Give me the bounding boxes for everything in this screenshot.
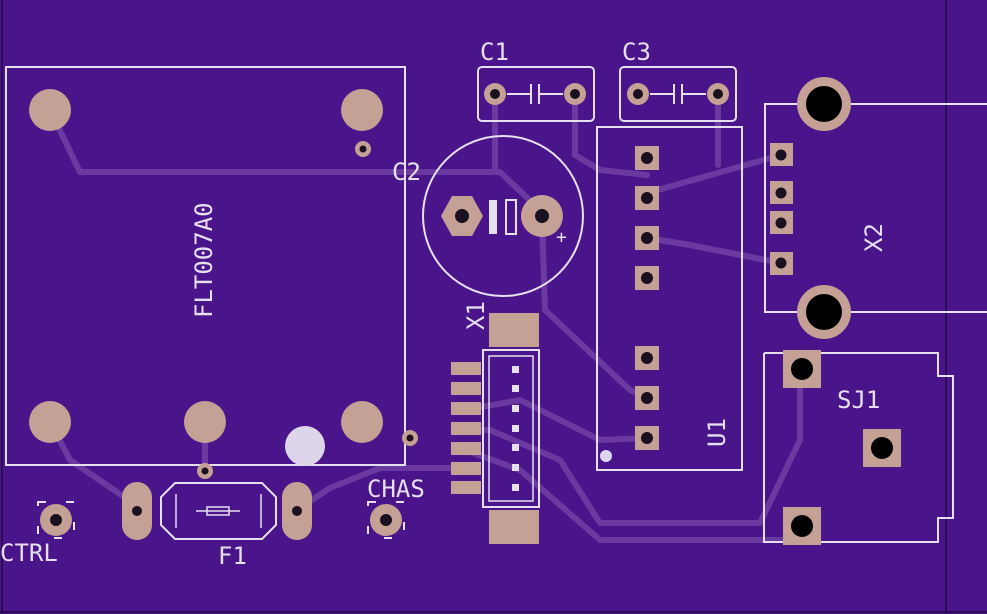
capacitor-c3: C3 [619, 38, 737, 122]
via-hole [406, 434, 414, 442]
x1-smd-pad [451, 481, 481, 494]
x1-mount-pad-bottom [489, 510, 539, 544]
x1-smd-pad [451, 442, 481, 455]
test-point-ctrl: CTRL [0, 501, 75, 567]
sj1-pad-hole [871, 437, 893, 459]
chas-outline [367, 501, 405, 539]
f1-outline [160, 482, 277, 540]
x1-mount-pad-top [489, 313, 539, 347]
mount-pad [184, 401, 226, 443]
c2-pad-positive-hole [535, 209, 549, 223]
x1-pin-markers [512, 366, 519, 491]
c2-anode-bar [505, 199, 517, 235]
c1-pad-1-hole [490, 89, 500, 99]
ic-u1: U1 [596, 126, 743, 471]
c3-pad-2-hole [713, 89, 723, 99]
c2-label: C2 [392, 158, 421, 186]
connector-x1: X1 [451, 301, 540, 544]
connector-x2: X2 [764, 77, 987, 339]
chas-label: CHAS [367, 475, 425, 503]
x1-label: X1 [462, 301, 490, 330]
u1-outline [596, 126, 743, 471]
u1-pin1-marker [600, 450, 612, 462]
trace-u1-x2-b [644, 235, 784, 266]
mount-pad [29, 401, 71, 443]
fuse-holder-flt007a0: FLT007A0 [5, 66, 418, 479]
mount-pad [341, 401, 383, 443]
c1-label: C1 [480, 38, 509, 66]
trace-header-to-sj1-a [462, 367, 803, 526]
x1-smd-pad [451, 402, 481, 415]
chas-pad-hole [380, 514, 392, 526]
u1-label: U1 [703, 418, 731, 447]
trace-c1-right [572, 92, 650, 178]
c2-outline [422, 135, 584, 297]
sj1-label: SJ1 [837, 386, 880, 414]
ctrl-label: CTRL [0, 539, 58, 567]
x2-pins [770, 143, 793, 275]
c2-cathode-bar [489, 200, 497, 234]
mount-pad [29, 89, 71, 131]
capacitor-symbol [650, 84, 706, 104]
sj1-pad-hole [791, 515, 813, 537]
f1-pad-right-hole [292, 506, 302, 516]
x1-body-inner [488, 355, 534, 502]
x1-body-outline [482, 349, 540, 508]
mount-pad [341, 89, 383, 131]
jack-sj1: SJ1 [763, 350, 954, 545]
trace-header-to-sj1-b [462, 447, 803, 543]
x2-label: X2 [860, 223, 888, 252]
via-hole [201, 467, 209, 475]
u1-pins [635, 146, 659, 450]
x2-mount-hole-top-drill [806, 86, 842, 122]
x1-smd-pad [451, 382, 481, 395]
f1-label: F1 [218, 542, 247, 570]
c3-pad-1-hole [633, 89, 643, 99]
c1-pad-2-hole [570, 89, 580, 99]
fiducial-mark [285, 426, 325, 466]
capacitor-symbol [507, 84, 563, 104]
f1-pad-left-hole [132, 506, 142, 516]
c1-outline [477, 66, 595, 122]
capacitor-c1: C1 [477, 38, 595, 122]
sj1-outline [763, 352, 954, 543]
c2-pad-negative-hole [455, 209, 469, 223]
test-point-chas: CHAS [367, 475, 425, 539]
c3-outline [619, 66, 737, 122]
ctrl-pad-hole [50, 514, 62, 526]
trace-u1-x2-a [644, 152, 784, 196]
trace-relay-top [47, 107, 543, 213]
sj1-pad-hole [791, 358, 813, 380]
x1-smd-pad [451, 462, 481, 475]
x1-smd-pad [451, 362, 481, 375]
trace-header-to-u1 [462, 397, 650, 443]
x2-mount-hole-bottom-drill [806, 294, 842, 330]
c2-polarity-label: + [556, 227, 567, 248]
c3-label: C3 [622, 38, 651, 66]
x1-smd-pad [451, 422, 481, 435]
fuse-f1: F1 [122, 482, 312, 570]
trace-fuse-to-header [294, 465, 463, 513]
ctrl-outline [37, 501, 75, 539]
x2-outline [764, 103, 987, 313]
capacitor-c2: C2 + [392, 135, 584, 297]
via-hole [359, 145, 367, 153]
fuse-holder-label: FLT007A0 [190, 202, 218, 318]
